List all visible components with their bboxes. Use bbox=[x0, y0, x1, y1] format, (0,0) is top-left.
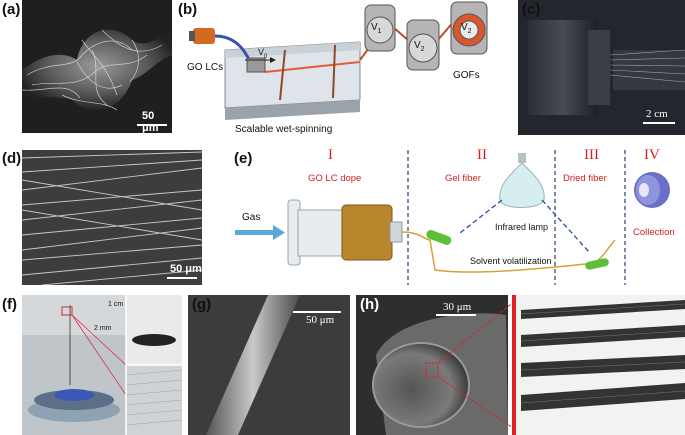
panel-g: 50 μm bbox=[188, 295, 350, 435]
gas-label: Gas bbox=[242, 212, 261, 223]
spinning-device-photo bbox=[518, 0, 685, 135]
scale-label: 50 μm bbox=[142, 110, 159, 133]
panel-a: 50 μm bbox=[22, 0, 172, 133]
roller-2-velocity: V2 bbox=[414, 40, 425, 53]
stage-title-collection: Collection bbox=[633, 227, 675, 238]
go-lcs-label: GO LCs bbox=[187, 62, 224, 73]
stage-numeral-1: I bbox=[328, 147, 333, 163]
scale-bar bbox=[293, 311, 341, 313]
panel-e: I II III IV GO LC dope Gel fiber Dried f… bbox=[230, 145, 685, 290]
velocity-v0: V0 bbox=[258, 47, 268, 60]
stage-numeral-3: III bbox=[584, 147, 599, 163]
panel-f: 1 cm 2 mm bbox=[22, 295, 182, 435]
gofs-label: GOFs bbox=[453, 70, 480, 81]
scale-bar bbox=[643, 122, 675, 124]
panel-label-a: (a) bbox=[2, 1, 21, 18]
roller-3-velocity: V2 bbox=[461, 22, 472, 35]
stage-numeral-2: II bbox=[477, 147, 487, 163]
panel-h: 30 μm bbox=[356, 295, 685, 435]
panel-d: 50 μm bbox=[22, 150, 202, 285]
aligned-fibers-image bbox=[22, 150, 202, 285]
scale-label: 2 cm bbox=[646, 108, 668, 120]
dry-spinning-schematic bbox=[235, 150, 670, 285]
scale-label: 50 μm bbox=[306, 314, 335, 326]
panel-label-d: (d) bbox=[2, 150, 22, 167]
panel-label-h: (h) bbox=[360, 296, 380, 313]
stage-title-dope: GO LC dope bbox=[308, 173, 362, 184]
spool-photo bbox=[22, 295, 182, 435]
panel-c: 2 cm bbox=[518, 0, 685, 135]
lamp-label: Infrared lamp bbox=[495, 222, 549, 232]
stage-title-gel: Gel fiber bbox=[445, 173, 481, 184]
panel-label-c: (c) bbox=[522, 1, 541, 18]
panel-label-g: (g) bbox=[192, 296, 212, 313]
sem-knot-image bbox=[22, 0, 172, 133]
scale-label: 30 μm bbox=[443, 301, 472, 313]
scale-label-2mm: 2 mm bbox=[94, 325, 112, 332]
fiber-cross-section bbox=[356, 295, 685, 435]
panel-b: GO LCs V0 V1 V2 V2 GOFs Scalable wet-spi… bbox=[185, 0, 505, 140]
bath-label: Scalable wet-spinning bbox=[235, 124, 333, 135]
stage-title-dried: Dried fiber bbox=[563, 173, 607, 184]
process-label: Solvent volatilization bbox=[470, 256, 552, 266]
panel-label-b: (b) bbox=[178, 1, 198, 18]
panel-label-f: (f) bbox=[2, 296, 17, 313]
scale-label: 50 μm bbox=[170, 263, 202, 275]
single-fiber-sem bbox=[188, 295, 350, 435]
scale-bar bbox=[167, 277, 197, 279]
panel-label-e: (e) bbox=[234, 150, 253, 167]
stage-numeral-4: IV bbox=[644, 147, 660, 163]
roller-1-velocity: V1 bbox=[371, 22, 382, 35]
scale-label-1cm: 1 cm bbox=[108, 301, 124, 308]
wet-spinning-schematic bbox=[189, 1, 488, 120]
scale-bar bbox=[137, 124, 167, 126]
